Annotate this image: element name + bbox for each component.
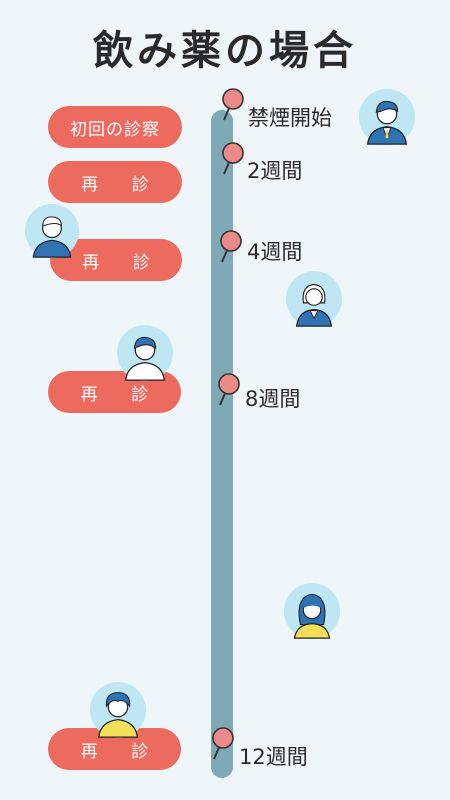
nurse-avatar-icon (285, 270, 343, 328)
map-pin-icon (218, 373, 240, 406)
patient-avatar-icon (24, 203, 80, 259)
visit-badge-revisit: 再 診 (48, 161, 182, 203)
timeline-track (211, 110, 233, 778)
map-pin-icon (222, 142, 244, 175)
map-pin-icon (222, 88, 244, 121)
patient-avatar-icon (116, 324, 174, 382)
page-title: 飲み薬の場合 (93, 28, 357, 74)
patient-avatar-icon (89, 681, 147, 739)
map-pin-icon (212, 727, 234, 760)
doctor-avatar-icon (358, 88, 416, 146)
milestone-label-week2: 2週間 (247, 159, 303, 183)
visit-badge-first: 初回の診察 (48, 106, 182, 148)
patient-avatar-icon (283, 582, 341, 640)
milestone-label-week12: 12週間 (239, 745, 308, 769)
map-pin-icon (220, 230, 242, 263)
milestone-label-start: 禁煙開始 (248, 106, 332, 130)
milestone-label-week8: 8週間 (245, 387, 301, 411)
milestone-label-week4: 4週間 (247, 240, 303, 264)
